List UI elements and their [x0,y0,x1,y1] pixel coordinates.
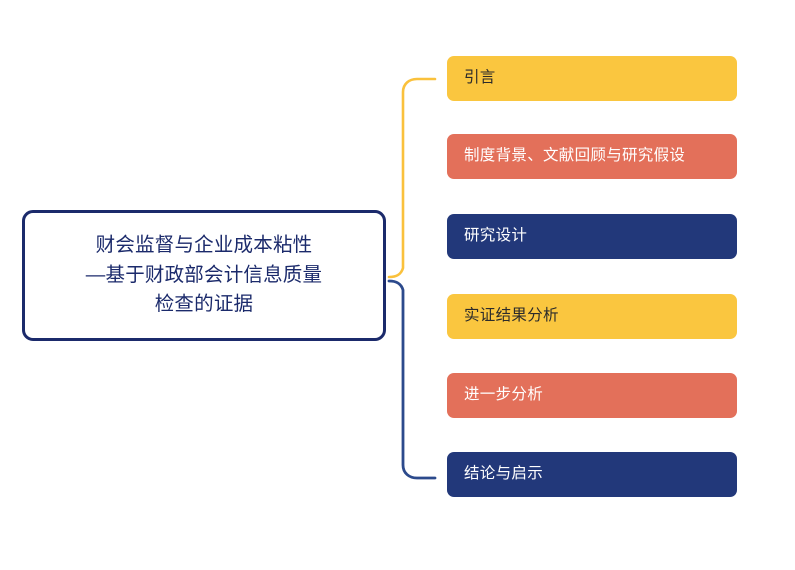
topic-box-1[interactable]: 引言 [447,56,737,101]
topic-label-4: 实证结果分析 [464,307,559,325]
topic-box-5[interactable]: 进一步分析 [447,373,737,418]
topic-label-1: 引言 [464,69,496,87]
root-node[interactable]: 财会监督与企业成本粘性 —基于财政部会计信息质量 检查的证据 [22,210,386,341]
topic-label-2: 制度背景、文献回顾与研究假设 [464,147,686,165]
lower-bracket-connector [387,279,437,480]
topic-label-3: 研究设计 [464,227,528,245]
topic-box-4[interactable]: 实证结果分析 [447,294,737,339]
topic-box-6[interactable]: 结论与启示 [447,452,737,497]
topic-box-3[interactable]: 研究设计 [447,214,737,259]
upper-bracket-connector [387,77,437,279]
topic-label-6: 结论与启示 [464,465,544,483]
root-node-label: 财会监督与企业成本粘性 —基于财政部会计信息质量 检查的证据 [85,234,323,316]
topic-box-2[interactable]: 制度背景、文献回顾与研究假设 [447,134,737,179]
topic-label-5: 进一步分析 [464,386,544,404]
